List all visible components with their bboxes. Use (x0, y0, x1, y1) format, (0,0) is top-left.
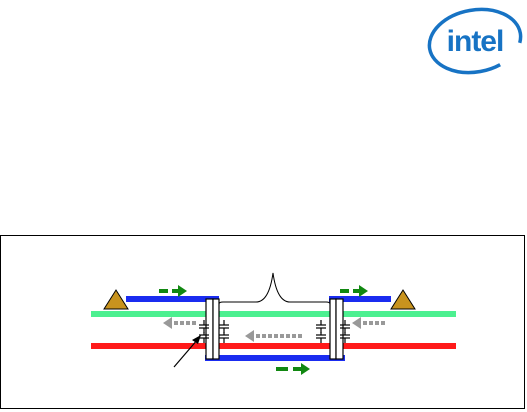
capacitor-icon (340, 332, 350, 343)
arrow-left-icon (245, 330, 302, 342)
logo-text: intel (447, 25, 504, 58)
brace-icon (218, 272, 331, 309)
arrow-right-icon (159, 285, 187, 297)
vertical-conductor-left (205, 298, 220, 360)
triangle-icon (103, 289, 129, 310)
intel-logo-mark: intel (427, 7, 523, 75)
vertical-conductor-right (329, 298, 344, 360)
capacitor-icon (219, 320, 229, 333)
capacitor-icon (219, 332, 229, 343)
arrow-right-icon (340, 285, 368, 297)
diagram-frame (0, 235, 525, 409)
capacitor-icon (316, 320, 326, 333)
capacitor-icon (340, 320, 350, 333)
pointer-arrow-icon (173, 335, 201, 368)
arrow-left-icon (163, 317, 196, 329)
capacitor-icon (316, 332, 326, 343)
capacitor-icon (199, 332, 209, 343)
triangle-icon (390, 289, 416, 310)
arrow-left-icon (352, 317, 385, 329)
arrow-right-icon (276, 363, 310, 375)
coupling-diagram (91, 272, 456, 375)
intel-logo: intel (425, 4, 525, 78)
